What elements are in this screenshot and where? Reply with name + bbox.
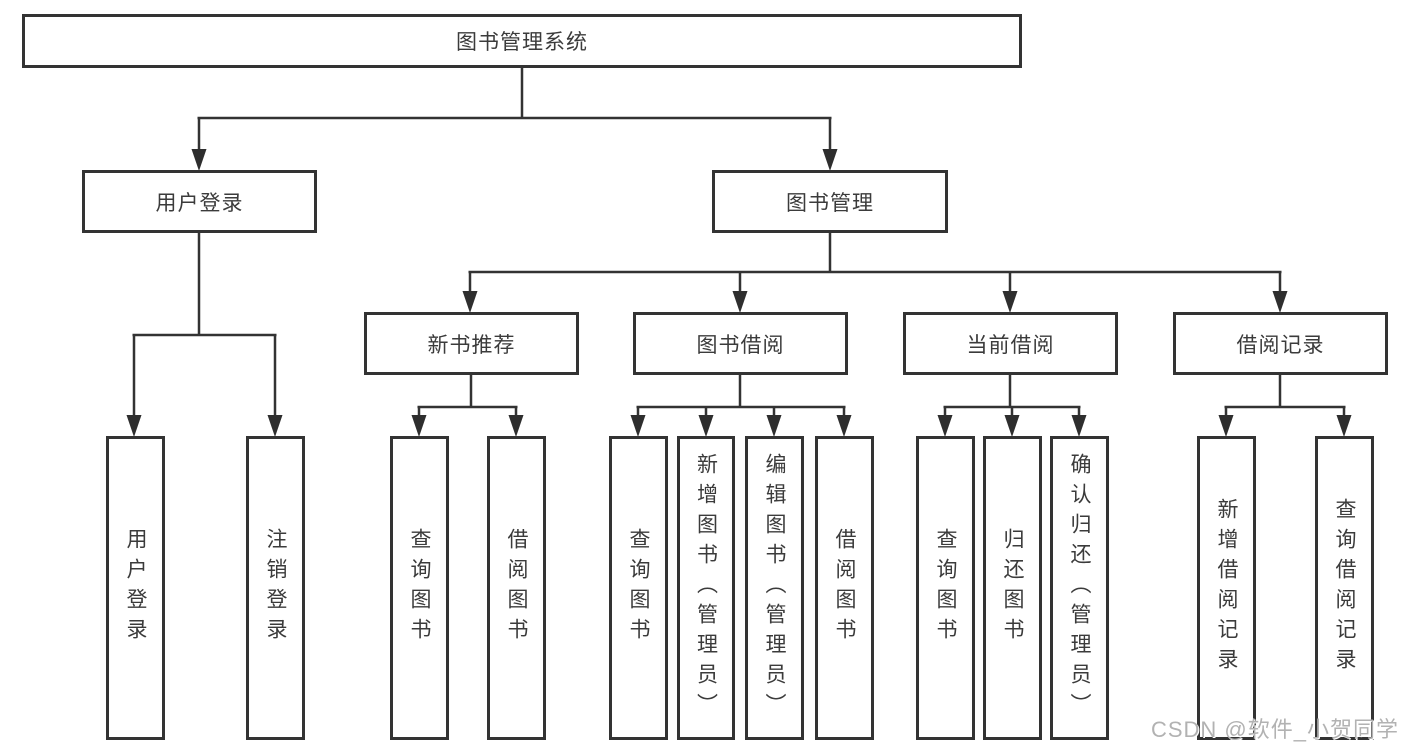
- leaf-user-login: 用户登录: [106, 436, 165, 740]
- node-current-borrowing-label: 当前借阅: [966, 333, 1055, 357]
- node-borrowing-records: 借阅记录: [1173, 312, 1388, 375]
- node-book-management-label: 图书管理: [786, 191, 874, 215]
- node-user-login: 用户登录: [82, 170, 317, 233]
- node-book-management: 图书管理: [712, 170, 948, 233]
- leaf-add-borrow-record: 新增借阅记录: [1197, 436, 1256, 740]
- leaf-edit-books-admin-label: 编辑图书（管理员）: [763, 453, 786, 723]
- node-root-label: 图书管理系统: [456, 31, 588, 54]
- leaf-edit-books-admin: 编辑图书（管理员）: [745, 436, 804, 740]
- leaf-query-borrow-record-label: 查询借阅记录: [1333, 498, 1356, 678]
- leaf-query-books-recommend-label: 查询图书: [408, 528, 431, 648]
- node-current-borrowing: 当前借阅: [903, 312, 1118, 375]
- leaf-query-borrow-record: 查询借阅记录: [1315, 436, 1374, 740]
- leaf-query-books-current-label: 查询图书: [934, 528, 957, 648]
- leaf-add-books-admin-label: 新增图书（管理员）: [694, 453, 718, 723]
- leaf-query-books-current: 查询图书: [916, 436, 975, 740]
- leaf-query-books-borrowing-label: 查询图书: [627, 528, 650, 648]
- leaf-borrow-books-recommend-label: 借阅图书: [505, 528, 528, 648]
- leaf-return-books: 归还图书: [983, 436, 1042, 740]
- leaf-add-borrow-record-label: 新增借阅记录: [1215, 498, 1238, 678]
- leaf-confirm-return-admin-label: 确认归还（管理员）: [1068, 453, 1091, 723]
- watermark-text: CSDN @软件_小贺同学: [1150, 717, 1399, 742]
- leaf-borrow-books-recommend: 借阅图书: [487, 436, 546, 740]
- leaf-return-books-label: 归还图书: [1001, 528, 1024, 648]
- node-borrowing-records-label: 借阅记录: [1236, 333, 1325, 357]
- leaf-borrow-books-label: 借阅图书: [833, 528, 856, 648]
- leaf-query-books-recommend: 查询图书: [390, 436, 449, 740]
- leaf-borrow-books: 借阅图书: [815, 436, 874, 740]
- leaf-query-books-borrowing: 查询图书: [609, 436, 668, 740]
- leaf-add-books-admin: 新增图书（管理员）: [677, 436, 735, 740]
- node-book-borrowing: 图书借阅: [633, 312, 848, 375]
- node-new-book-recommendation-label: 新书推荐: [427, 333, 516, 357]
- node-user-login-label: 用户登录: [155, 191, 244, 215]
- leaf-confirm-return-admin: 确认归还（管理员）: [1050, 436, 1109, 740]
- node-book-borrowing-label: 图书借阅: [696, 333, 785, 357]
- leaf-logout-label: 注销登录: [264, 528, 287, 648]
- leaf-user-login-label: 用户登录: [124, 528, 147, 648]
- node-root: 图书管理系统: [22, 14, 1022, 68]
- leaf-logout: 注销登录: [246, 436, 305, 740]
- node-new-book-recommendation: 新书推荐: [364, 312, 579, 375]
